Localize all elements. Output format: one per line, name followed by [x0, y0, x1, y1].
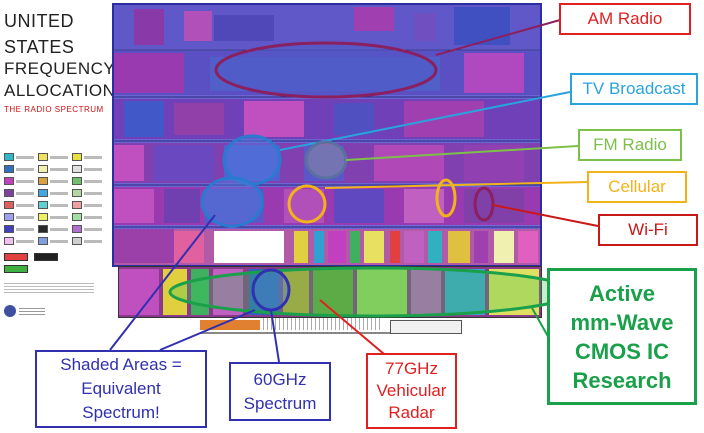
mm-wave-band-graphic [119, 267, 541, 317]
legend-item [72, 237, 106, 245]
60ghz-line-2: Spectrum [243, 393, 317, 413]
60ghz-spectrum-callout: 60GHz Spectrum [229, 362, 331, 421]
legend-item [38, 237, 72, 245]
legend-item [4, 165, 38, 173]
active-mmwave-line-4: Research [572, 367, 672, 393]
60ghz-line-1: 60GHz [253, 369, 307, 389]
legend-item [72, 153, 106, 161]
legend-item [38, 201, 72, 209]
tv-broadcast-callout: TV Broadcast [570, 73, 698, 105]
footer-bar [200, 320, 260, 330]
wifi-callout: Wi-Fi [598, 214, 698, 246]
77ghz-line-1: 77GHz [385, 359, 438, 378]
mm-wave-band-strip [118, 266, 542, 318]
77ghz-radar-callout: 77GHz Vehicular Radar [366, 353, 457, 429]
legend-item [72, 165, 106, 173]
legend-item [4, 189, 38, 197]
legend-item [72, 189, 106, 197]
fm-radio-label: FM Radio [593, 135, 667, 154]
spectrum-chart [112, 3, 542, 267]
chart-title-block: UNITED STATES FREQUENCY ALLOCATIONS THE … [4, 10, 128, 116]
footer-scale [260, 318, 380, 330]
legend-item [72, 213, 106, 221]
wifi-label: Wi-Fi [628, 220, 668, 239]
active-mmwave-line-1: Active [588, 280, 656, 306]
title-subtitle: THE RADIO SPECTRUM [4, 105, 104, 114]
shaded-areas-line-3: Spectrum! [82, 403, 160, 422]
legend-item [4, 201, 38, 209]
legend-item [38, 153, 72, 161]
activity-code-swatch [4, 265, 28, 273]
legend-item [72, 225, 106, 233]
title-line-3: FREQUENCY [4, 59, 116, 78]
spectrum-chart-graphic [114, 5, 540, 265]
active-mmwave-line-3: CMOS IC [574, 338, 670, 364]
title-line-4: ALLOCATIONS [4, 81, 128, 100]
activity-code-legend [4, 253, 108, 261]
cellular-callout: Cellular [587, 171, 687, 203]
active-mmwave-line-2: mm-Wave [570, 309, 674, 335]
legend-item [4, 153, 38, 161]
legend-item [38, 177, 72, 185]
am-radio-label: AM Radio [587, 9, 663, 28]
fm-radio-callout: FM Radio [578, 129, 682, 161]
77ghz-line-3: Radar [388, 403, 435, 422]
77ghz-line-2: Vehicular [376, 381, 447, 400]
legend-item [4, 213, 38, 221]
shaded-areas-callout: Shaded Areas = Equivalent Spectrum! [35, 350, 207, 428]
tv-broadcast-label: TV Broadcast [582, 79, 686, 98]
shaded-areas-line-1: Shaded Areas = [60, 355, 182, 374]
cellular-label: Cellular [608, 177, 666, 196]
legend-item [38, 189, 72, 197]
legend-item [4, 225, 38, 233]
allocation-usage-designation [4, 281, 94, 293]
legend-item [38, 213, 72, 221]
legend-item [72, 177, 106, 185]
am-radio-callout: AM Radio [559, 3, 691, 35]
chart-footer-strip [190, 318, 490, 346]
legend-item [38, 165, 72, 173]
legend-item [4, 177, 38, 185]
legend-item [4, 237, 38, 245]
seal-icon [4, 305, 16, 317]
legend-grid [4, 153, 108, 245]
active-mmwave-callout: Active mm-Wave CMOS IC Research [547, 268, 697, 405]
shaded-areas-line-2: Equivalent [81, 379, 161, 398]
title-line-1: UNITED [4, 11, 74, 31]
title-line-2: STATES [4, 37, 75, 57]
service-color-legend [4, 150, 108, 317]
footer-box [390, 320, 462, 334]
legend-item [72, 201, 106, 209]
legend-item [38, 225, 72, 233]
doc-seal-block [4, 305, 108, 317]
